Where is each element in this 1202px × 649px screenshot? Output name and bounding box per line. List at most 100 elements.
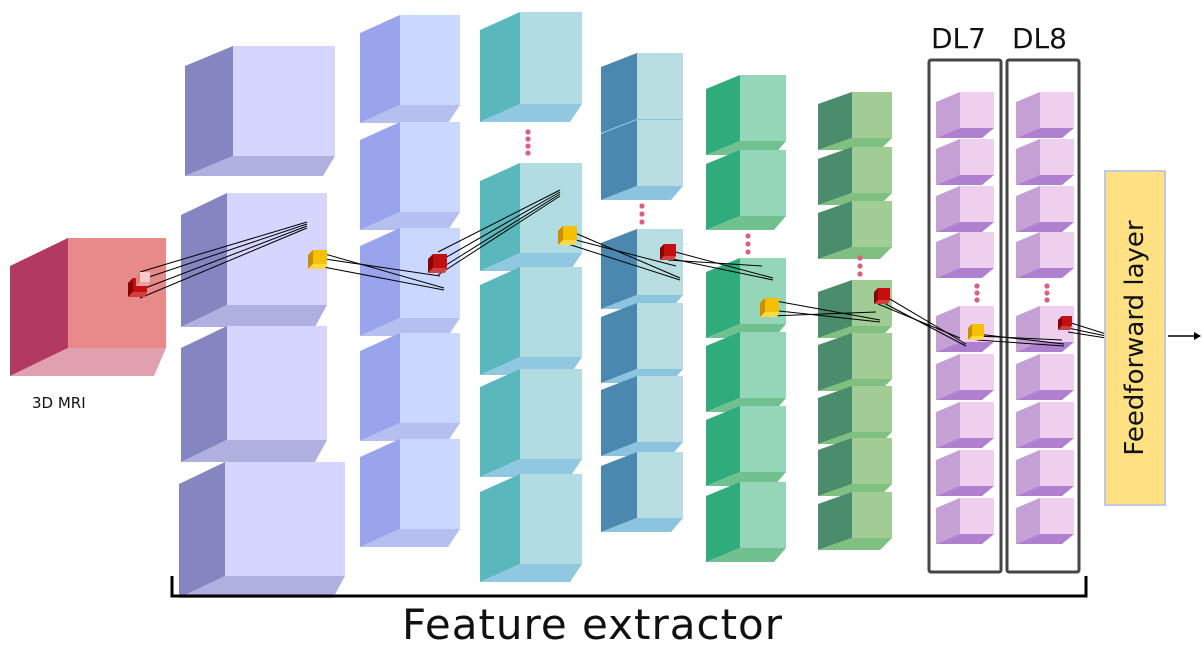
cube-bottom <box>181 440 327 462</box>
layer1-block-3 <box>181 326 327 462</box>
layer2-block-1 <box>360 15 460 123</box>
cube-side <box>1016 92 1040 138</box>
cube-front <box>852 201 892 247</box>
layer1-block-1 <box>185 46 335 176</box>
connection-line <box>769 311 877 317</box>
layer5-block-6 <box>706 482 786 562</box>
ellipsis-dot <box>525 150 531 156</box>
connection-line <box>139 225 308 291</box>
connection-line <box>437 193 561 271</box>
cube-side <box>360 228 400 336</box>
cube-front <box>960 354 994 390</box>
arrow-head <box>1194 332 1201 340</box>
cube-side <box>936 139 960 185</box>
cube-side <box>601 303 637 383</box>
cube-side <box>1016 498 1040 544</box>
cube-bottom <box>936 175 994 185</box>
input-label: 3D MRI <box>32 394 86 412</box>
cube-front <box>852 438 892 484</box>
cube-front <box>960 498 994 534</box>
connection-line <box>976 333 1065 345</box>
kernel-side <box>428 254 433 273</box>
cube-side <box>360 15 400 123</box>
layer6-block-6 <box>818 386 892 444</box>
cube-front <box>68 238 166 348</box>
layer2-block-5 <box>360 439 460 547</box>
dl7-block-3 <box>936 186 994 232</box>
cube-side <box>360 439 400 547</box>
connection-line <box>877 299 967 347</box>
cube-bottom <box>480 564 582 582</box>
ellipsis-dot <box>1044 283 1050 289</box>
cube-side <box>818 492 852 550</box>
connection-line <box>769 299 881 321</box>
kernel-front <box>313 250 327 264</box>
cube-front <box>637 53 683 119</box>
cube-bottom <box>480 253 582 271</box>
dl7-box <box>927 58 1003 574</box>
layer5-block-4 <box>706 332 786 412</box>
cube-side <box>818 92 852 150</box>
cube-side <box>480 474 520 582</box>
kernel-front <box>1062 316 1072 326</box>
cube-bottom <box>10 348 166 376</box>
layer6-block-3 <box>818 201 892 259</box>
cube-side <box>936 402 960 448</box>
kernel-side <box>128 278 133 297</box>
cube-side <box>601 376 637 456</box>
cube-side <box>818 201 852 259</box>
ellipsis-dot <box>525 136 531 142</box>
cube-side <box>1016 139 1040 185</box>
connection-line <box>317 265 445 291</box>
dl8-block-9 <box>1016 498 1074 544</box>
kernel-bottom <box>660 256 676 260</box>
connection-lines <box>139 189 1107 347</box>
dl8-block-7 <box>1016 402 1074 448</box>
layer3-block-3 <box>480 267 582 375</box>
cube-front <box>233 46 335 156</box>
kernel-bottom <box>308 264 327 269</box>
ellipsis-dots <box>857 255 863 277</box>
layer4-block-2 <box>601 120 683 200</box>
ellipsis-dot <box>745 233 751 239</box>
ellipsis-dot <box>857 263 863 269</box>
cube-side <box>185 46 233 176</box>
cube-side <box>1016 402 1040 448</box>
connection-line <box>139 227 308 299</box>
connection-line <box>437 195 561 276</box>
kernel-side <box>308 250 313 269</box>
layer3-block-1 <box>480 12 582 122</box>
kernel-bottom <box>558 240 577 245</box>
cube-front <box>852 92 892 138</box>
cube-side <box>818 438 852 496</box>
cube-front <box>1040 402 1074 438</box>
layer6-block-8 <box>818 492 892 550</box>
ellipsis-dot <box>639 211 645 217</box>
connection-line <box>437 189 561 253</box>
ellipsis-dot <box>1044 290 1050 296</box>
feature-extractor-label: Feature extractor <box>402 600 784 649</box>
cube-bottom <box>936 438 994 448</box>
ellipsis-dot <box>525 143 531 149</box>
dl7-block-8 <box>936 450 994 496</box>
connection-line <box>1067 321 1107 335</box>
cube-front <box>400 333 460 423</box>
cube-bottom <box>360 212 460 230</box>
dl8-block-1 <box>1016 92 1074 138</box>
dl7-block-7 <box>936 402 994 448</box>
cube-side <box>1016 232 1040 278</box>
cube-side <box>936 186 960 232</box>
layer3-block-5 <box>480 474 582 582</box>
cube-side <box>10 238 68 376</box>
connection-line <box>317 257 441 277</box>
dl7-block-2 <box>936 139 994 185</box>
cube-bottom <box>818 538 892 550</box>
kernel-front <box>765 298 779 312</box>
cube-bottom <box>706 216 786 230</box>
connection-line <box>976 335 1063 341</box>
layer6-block-2 <box>818 147 892 205</box>
cube-bottom <box>1016 390 1074 400</box>
cube-front <box>637 303 683 369</box>
cube-front <box>227 326 327 440</box>
layer4-block-5 <box>601 376 683 456</box>
